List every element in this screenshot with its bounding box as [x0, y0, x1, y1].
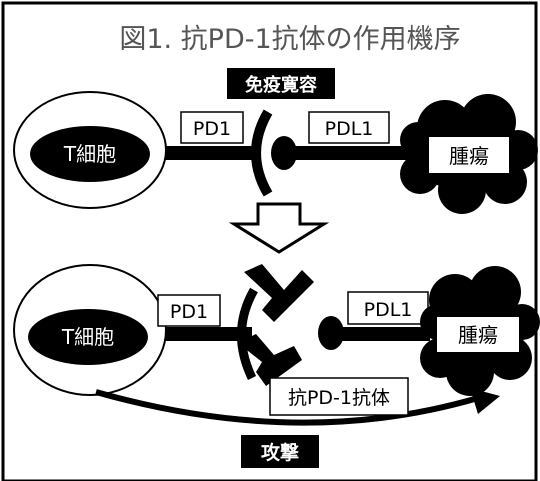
t-cell-label-2: T細胞 [61, 325, 114, 349]
pdl1-label-2: PDL1 [364, 299, 413, 321]
t-cell-nucleus [30, 126, 150, 182]
pdl1-box [308, 111, 390, 144]
pd1-box [180, 111, 244, 144]
pdl1-label: PDL1 [325, 118, 374, 140]
pd1-label-2: PD1 [170, 301, 208, 323]
t-cell-arm-2 [160, 327, 252, 341]
tumor-arm [285, 146, 415, 160]
t-cell-label: T細胞 [63, 142, 116, 166]
pd1-label: PD1 [193, 118, 231, 140]
tumor-label-box [429, 137, 509, 173]
antibody-label: 抗PD-1抗体 [288, 387, 390, 409]
pd1-box-2 [157, 294, 221, 327]
down-arrow-icon [228, 202, 330, 254]
tumor-label-box-2 [437, 317, 519, 352]
attack-tag: 攻撃 [261, 441, 299, 464]
bottom-panel: T細胞 PD1 PDL1 腫瘍 抗PD-1抗体 [13, 264, 540, 468]
attack-arrow [95, 389, 479, 426]
t-cell-nucleus-2 [28, 309, 148, 365]
tumor-label: 腫瘍 [449, 144, 489, 168]
t-cell-arm [160, 146, 260, 160]
tumor-arm-2 [330, 327, 430, 341]
top-panel: 免疫寛容 T細胞 PD1 PDL1 腫瘍 [13, 68, 538, 214]
pdl1-box-2 [347, 291, 429, 325]
attack-arrowhead-icon [470, 388, 500, 414]
pd1-receptor [251, 109, 273, 197]
diagram-title: 図1. 抗PD-1抗体の作用機序 [119, 24, 460, 55]
pdl1-ligand [271, 136, 297, 170]
antibody-icon [238, 264, 314, 386]
tumor-cloud-2 [420, 266, 540, 396]
antibody-box [269, 377, 409, 416]
tumor-label-2: 腫瘍 [458, 323, 498, 347]
tolerance-tag: 免疫寛容 [245, 74, 317, 96]
pdl1-ligand-2 [318, 316, 344, 350]
tolerance-tag-box [227, 68, 335, 99]
attack-tag-box [241, 435, 319, 468]
pd1-receptor-2 [237, 287, 258, 380]
